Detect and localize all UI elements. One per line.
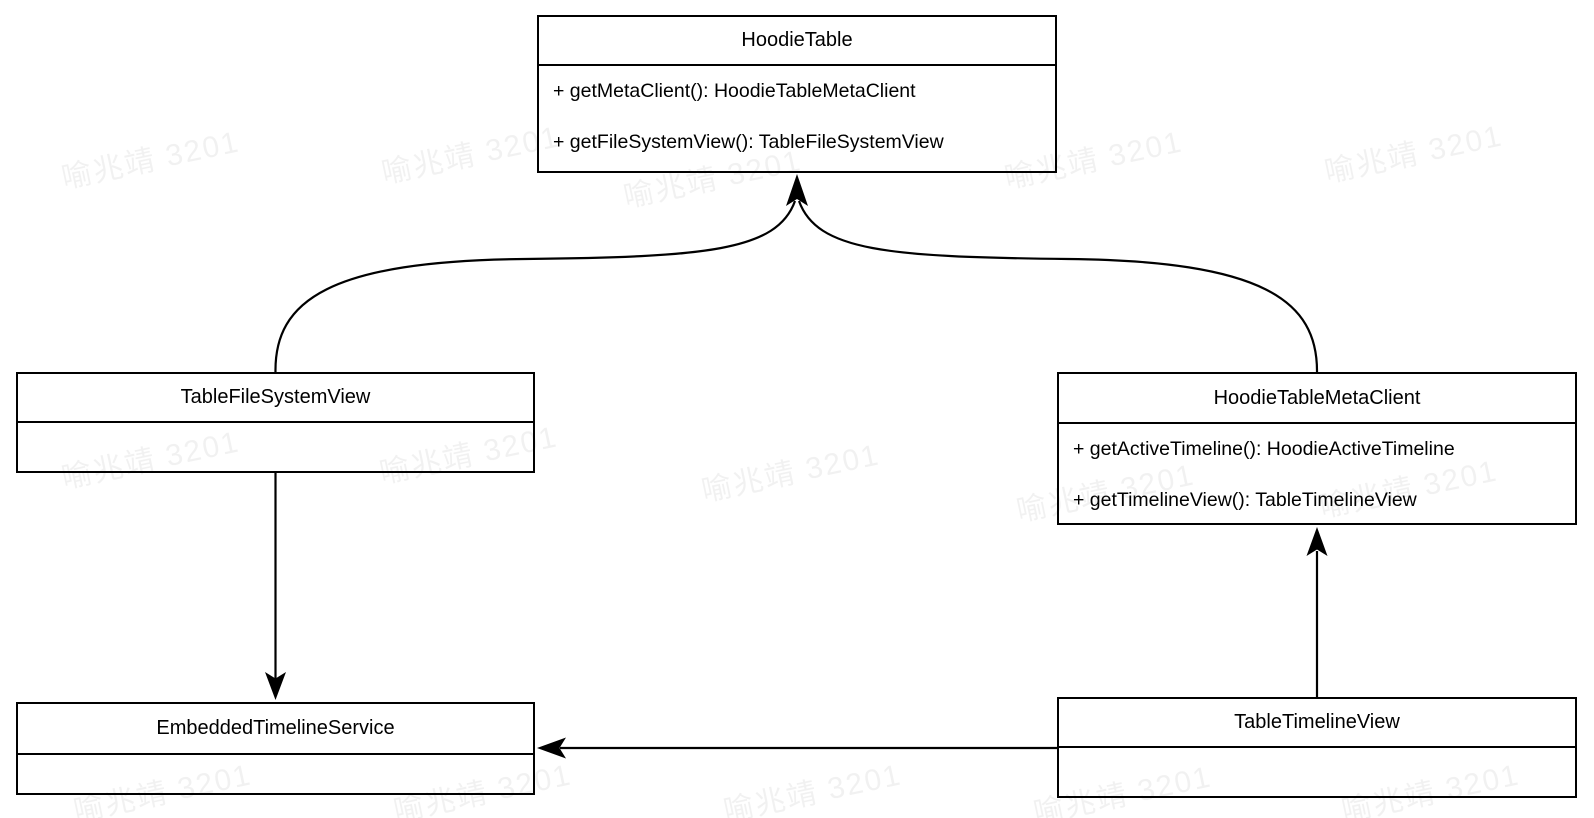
edge-tablefilesystemview-to-hoodietable	[274, 200, 797, 374]
class-name-hoodietable: HoodieTable	[539, 17, 1055, 66]
watermark-text: 喻兆靖 3201	[378, 120, 563, 191]
watermark-text: 喻兆靖 3201	[1321, 119, 1506, 190]
watermark-text: 喻兆靖 3201	[698, 438, 883, 509]
class-box-hoodietable: HoodieTable + getMetaClient(): HoodieTab…	[537, 15, 1057, 173]
arrowhead-into-embeddedtimelineservice-right	[537, 737, 566, 759]
arrowhead-into-hoodietable	[786, 174, 808, 206]
watermark-text: 喻兆靖 3201	[720, 758, 905, 818]
class-name-tablefilesystemview: TableFileSystemView	[18, 374, 533, 423]
class-box-embeddedtimelineservice: EmbeddedTimelineService	[16, 702, 535, 795]
class-name-tabletimelineview: TableTimelineView	[1059, 699, 1575, 748]
class-name-hoodietablemetaclient: HoodieTableMetaClient	[1059, 374, 1575, 424]
method-getmetaclient: + getMetaClient(): HoodieTableMetaClient	[553, 80, 916, 102]
class-box-tabletimelineview: TableTimelineView	[1057, 697, 1577, 798]
class-body-hoodietable: + getMetaClient(): HoodieTableMetaClient…	[539, 66, 1055, 168]
method-getactivetimeline: + getActiveTimeline(): HoodieActiveTimel…	[1073, 438, 1455, 460]
class-box-hoodietablemetaclient: HoodieTableMetaClient + getActiveTimelin…	[1057, 372, 1577, 525]
method-getfilesystemview: + getFileSystemView(): TableFileSystemVi…	[553, 131, 944, 153]
arrowhead-into-embeddedtimelineservice-top	[265, 672, 286, 700]
class-body-hoodietablemetaclient: + getActiveTimeline(): HoodieActiveTimel…	[1059, 424, 1575, 526]
class-box-tablefilesystemview: TableFileSystemView	[16, 372, 535, 473]
method-gettimelineview: + getTimelineView(): TableTimelineView	[1073, 489, 1417, 511]
class-name-embeddedtimelineservice: EmbeddedTimelineService	[18, 704, 533, 755]
edge-hoodietablemetaclient-to-hoodietable	[797, 200, 1319, 374]
arrowhead-into-hoodietablemetaclient-bottom	[1306, 527, 1328, 556]
watermark-text: 喻兆靖 3201	[58, 125, 243, 196]
